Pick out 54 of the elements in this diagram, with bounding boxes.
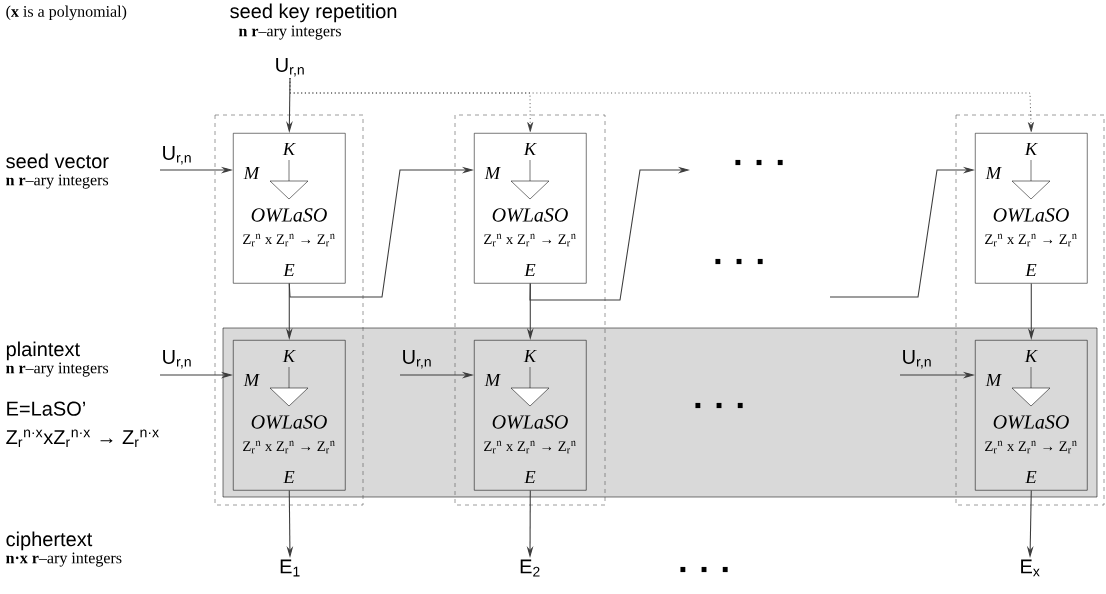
row-label: seed key repetition [230, 3, 397, 23]
port-label: E [1025, 263, 1037, 277]
arrow [289, 77, 1034, 132]
formula-text: Z$_{r}$$^{n}$ x Z$_{r}$$^{n}$ → Z$_{r}$n [985, 233, 1077, 247]
port-label: K [1024, 142, 1039, 156]
port-label: E [283, 470, 295, 484]
variable-label: E$_{2}$ [520, 559, 540, 577]
port-label: K [523, 349, 538, 363]
ellipsis: · · · [680, 566, 728, 573]
port-label: M [243, 166, 260, 180]
variable-label: E$_{x}$ [1021, 559, 1040, 577]
row-label: seed vector [6, 153, 109, 169]
port-label: M [985, 373, 1002, 387]
formula-text: Z$_{r}$$^{n}$ x Z$_{r}$$^{n}$ → Z$_{r}$n [243, 440, 335, 454]
port-label: E [524, 263, 536, 277]
caption-text: n·x r–ary integers [6, 552, 122, 567]
port-label: E [1025, 470, 1037, 484]
caption-text: n r–ary integers [238, 25, 341, 40]
caption-text: n r–ary integers [6, 174, 109, 189]
port-label: K [282, 349, 297, 363]
variable-label: U$_{r,n}$ [403, 350, 431, 369]
port-label: E [283, 263, 295, 277]
port-label: M [243, 373, 260, 387]
operation-label: OWLaSO [993, 415, 1069, 429]
operation-label: OWLaSO [251, 208, 327, 222]
port-label: M [484, 373, 501, 387]
variable-label: E$_{1}$ [280, 559, 300, 577]
port-label: K [282, 142, 297, 156]
operation-label: OWLaSO [492, 208, 568, 222]
variable-label: U$_{r,n}$ [163, 146, 191, 165]
formula-text: Z$_{r}$$^{n}$ x Z$_{r}$$^{n}$ → Z$_{r}$n [484, 440, 576, 454]
formula-text: Z$_{r}$$^{n}$ x Z$_{r}$$^{n}$ → Z$_{r}$n [243, 233, 335, 247]
variable-label: U$_{r,n}$ [163, 350, 191, 369]
ellipsis: · · · [735, 159, 783, 166]
port-label: K [1024, 349, 1039, 363]
caption-text: (x is a polynomial) [6, 5, 127, 21]
row-label: ciphertext [6, 531, 93, 551]
row-label: E=LaSO’ [7, 401, 85, 416]
row-label: Z$_{r}$$^{n·x}$xZ$_{r}$$^{n·x}$ → Z$_{r}$n·x [6, 429, 159, 447]
operation-label: OWLaSO [251, 415, 327, 429]
port-label: K [523, 142, 538, 156]
port-label: E [524, 470, 536, 484]
formula-text: Z$_{r}$$^{n}$ x Z$_{r}$$^{n}$ → Z$_{r}$n [985, 440, 1077, 454]
port-label: M [484, 166, 501, 180]
operation-label: OWLaSO [492, 415, 568, 429]
ellipsis: · · · [695, 402, 743, 409]
row-label: plaintext [6, 341, 80, 361]
port-label: M [985, 166, 1002, 180]
variable-label: U$_{r,n}$ [903, 350, 931, 369]
formula-text: Z$_{r}$$^{n}$ x Z$_{r}$$^{n}$ → Z$_{r}$n [484, 233, 576, 247]
variable-label: U$_{r,n}$ [276, 57, 304, 77]
caption-text: n r–ary integers [6, 362, 109, 377]
ellipsis: · · · [715, 258, 763, 265]
operation-label: OWLaSO [993, 208, 1069, 222]
